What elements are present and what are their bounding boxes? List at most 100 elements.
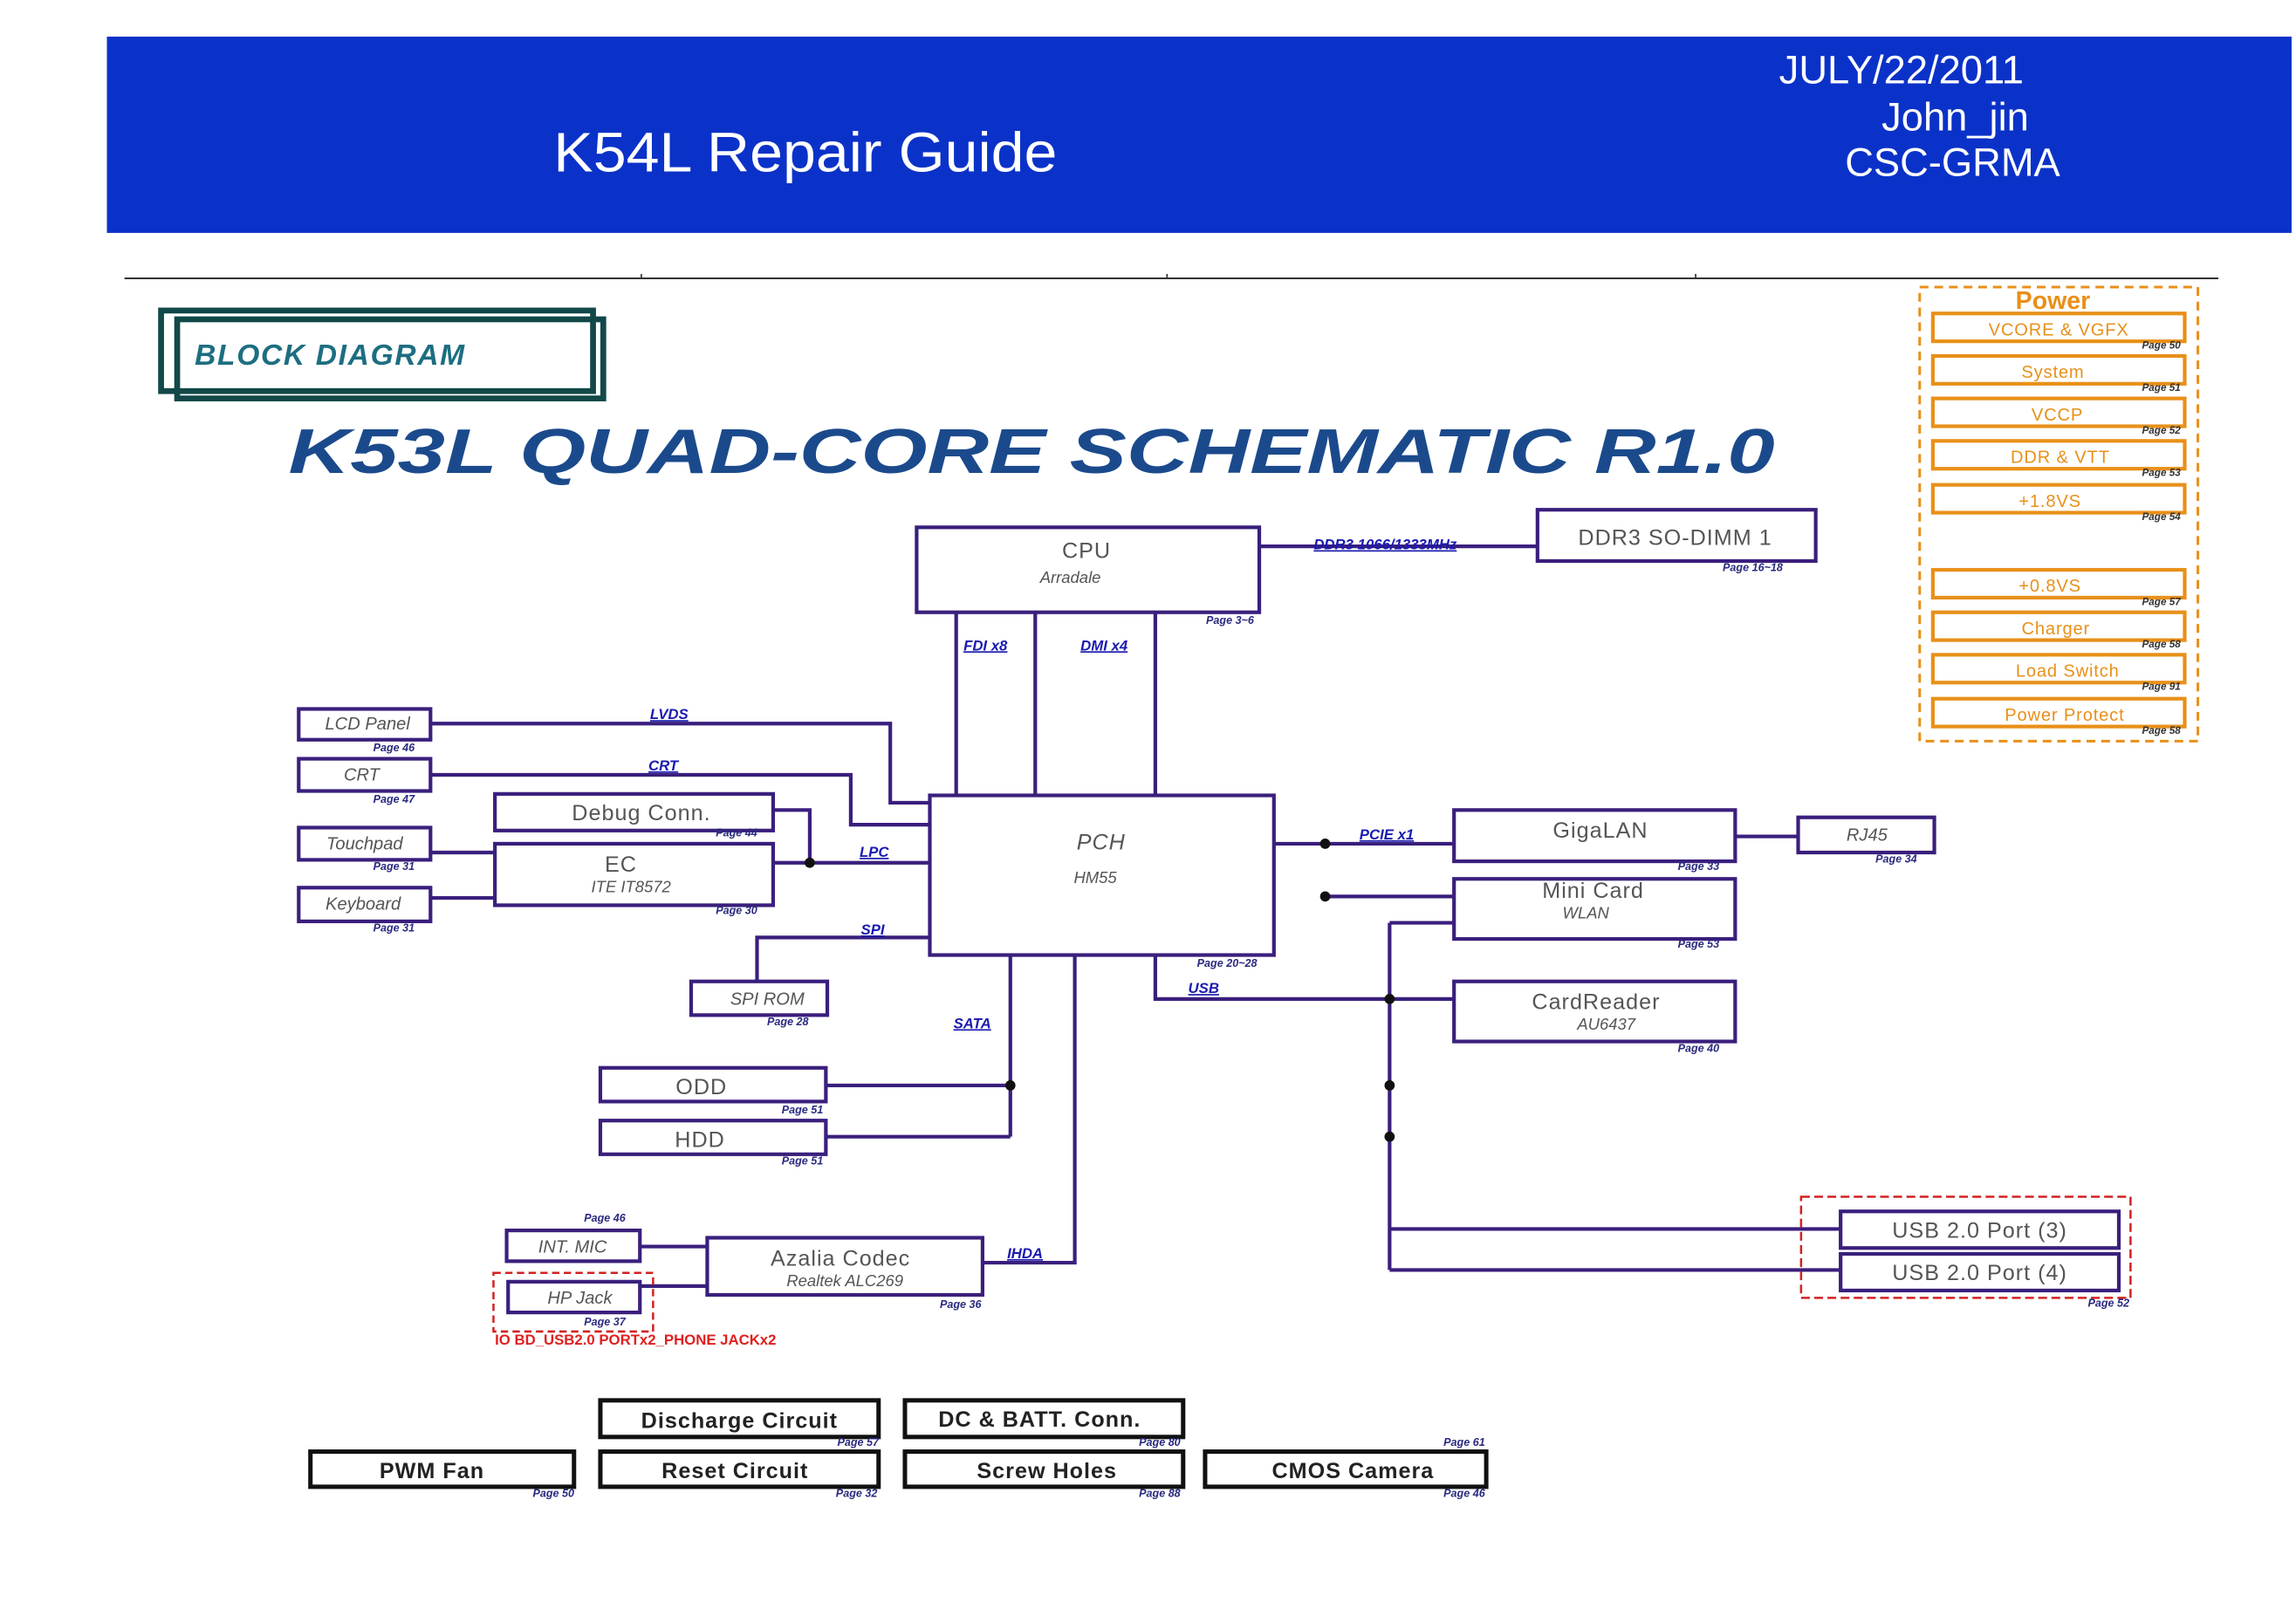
odd-block: ODD Page 51 — [598, 1065, 828, 1116]
lcd-block: LCD Panel Page 46 — [297, 707, 433, 754]
usb-port-group: USB 2.0 Port (3) USB 2.0 Port (4) Page 5… — [1799, 1195, 2132, 1309]
touchpad-page: Page 31 — [374, 860, 415, 873]
header-title: K54L Repair Guide — [553, 120, 1057, 183]
power-item-page: Page 54 — [2142, 511, 2181, 523]
cmos-box — [1203, 1449, 1489, 1489]
io-board-group: HP Jack Page 37 IO BD_USB2.0 PORTx2_PHON… — [492, 1271, 776, 1348]
mic-page: Page 46 — [584, 1212, 627, 1224]
keyboard-page: Page 31 — [374, 922, 415, 935]
crt-bus-wire — [430, 772, 930, 827]
hdd-label: HDD — [675, 1127, 725, 1152]
dimm-block: DDR3 SO-DIMM 1 Page 16~18 — [1535, 508, 1818, 574]
crt-box — [297, 757, 433, 793]
power-item-page: Page 91 — [2142, 681, 2180, 693]
lcd-box — [297, 707, 433, 742]
gigalan-box — [1452, 808, 1737, 864]
codec-block: Azalia Codec Realtek ALC269 Page 36 — [705, 1236, 984, 1311]
discharge-page: Page 57 — [837, 1436, 880, 1448]
junction-dot — [1004, 1080, 1016, 1091]
cpu-page: Page 3~6 — [1206, 614, 1255, 627]
power-item-box — [1930, 653, 2187, 685]
odd-box — [598, 1065, 828, 1104]
cpu-label: CPU — [1062, 539, 1111, 564]
header-author: John_jin — [1881, 94, 2029, 139]
header-background — [106, 36, 2292, 233]
pch-block: PCH HM55 Page 20~28 — [928, 793, 1276, 969]
screw-box — [902, 1449, 1186, 1489]
power-item-page: Page 57 — [2142, 596, 2181, 607]
crt-page: Page 47 — [374, 793, 416, 805]
power-item-label: Load Switch — [2016, 662, 2120, 681]
power-item-page: Page 53 — [2142, 468, 2181, 479]
power-item-label: Power Protect — [2005, 706, 2124, 725]
power-item-page: Page 58 — [2142, 639, 2181, 650]
mic-block: INT. MIC Page 46 — [504, 1212, 642, 1263]
power-item-label: VCORE & VGFX — [1989, 320, 2129, 339]
cmos-page: Page 46 — [1443, 1488, 1486, 1500]
spirom-block: SPI ROM Page 28 — [689, 979, 830, 1028]
spi-bus-label: SPI — [861, 921, 885, 938]
hpjack-label: HP Jack — [547, 1289, 613, 1308]
cpu-sub: Arradale — [1039, 568, 1101, 586]
cardreader-sub: AU6437 — [1576, 1015, 1635, 1033]
bus-labels: DDR3 1066/1333MHz FDI x8 DMI x4 LVDS CRT… — [648, 537, 1457, 1262]
power-item-page: Page 58 — [2142, 725, 2181, 736]
power-item-label: System — [2021, 363, 2084, 382]
usb-port-page: Page 52 — [2087, 1297, 2129, 1309]
cardreader-block: CardReader AU6437 Page 40 — [1452, 979, 1737, 1054]
power-item-label: +1.8VS — [2018, 492, 2081, 511]
ec-page: Page 30 — [716, 905, 757, 917]
screw-page: Page 88 — [1139, 1488, 1181, 1500]
usb-port4-box — [1839, 1251, 2121, 1293]
keyboard-block: Keyboard Page 31 — [297, 886, 433, 935]
power-item-label: Charger — [2022, 620, 2091, 639]
power-item-box — [1930, 696, 2187, 729]
ec-block: EC ITE IT8572 Page 30 — [493, 841, 776, 917]
io-board-frame — [492, 1271, 655, 1333]
ec-sub: ITE IT8572 — [592, 877, 671, 895]
lvds-bus-wire — [430, 722, 930, 805]
usb-port3-box — [1839, 1209, 2121, 1250]
misc-blocks: Discharge Circuit Page 57 DC & BATT. Con… — [308, 1398, 1489, 1500]
power-item-box — [1930, 353, 2187, 386]
junction-dot — [1384, 1131, 1395, 1142]
debug-conn-wire — [772, 808, 812, 863]
rj45-label: RJ45 — [1847, 826, 1888, 846]
power-item-page: Page 52 — [2142, 425, 2181, 436]
header-org: CSC-GRMA — [1845, 140, 2060, 184]
header-date: JULY/22/2011 — [1779, 48, 2024, 92]
power-panel: Power VCORE & VGFX Page 50 System Page 5… — [1918, 285, 2200, 743]
debug-block: Debug Conn. Page 44 — [493, 791, 776, 839]
codec-page: Page 36 — [940, 1298, 983, 1311]
fdi-bus-label: FDI x8 — [963, 637, 1008, 654]
power-item-box — [1930, 483, 2187, 515]
odd-page: Page 51 — [782, 1104, 824, 1116]
rj45-block: RJ45 Page 34 — [1796, 815, 1936, 866]
header-bar: K54L Repair Guide JULY/22/2011 John_jin … — [106, 36, 2292, 233]
lpc-bus-label: LPC — [860, 844, 889, 860]
pch-page: Page 20~28 — [1197, 957, 1258, 969]
usb-bus-wire — [1153, 955, 1455, 1001]
hpjack-page: Page 37 — [584, 1316, 627, 1328]
power-item-page: Page 50 — [2142, 340, 2181, 352]
pwmfan-box — [308, 1449, 577, 1489]
power-panel-frame — [1918, 285, 2200, 743]
cardreader-box — [1452, 979, 1737, 1044]
dcbatt-label: DC & BATT. Conn. — [938, 1407, 1141, 1432]
debug-label: Debug Conn. — [572, 801, 710, 825]
gigalan-page: Page 33 — [1678, 860, 1720, 873]
keyboard-label: Keyboard — [326, 894, 401, 914]
pwmfan-page: Page 50 — [532, 1488, 574, 1500]
mic-box — [504, 1229, 642, 1263]
debug-box — [493, 791, 776, 832]
cardreader-page: Page 40 — [1678, 1042, 1720, 1054]
ec-box — [493, 841, 776, 907]
usb-port3-label: USB 2.0 Port (3) — [1892, 1218, 2067, 1243]
sata-bus-label: SATA — [954, 1015, 991, 1031]
bus-wires — [430, 544, 1841, 1288]
hdd-box — [598, 1119, 828, 1156]
minicard-page: Page 53 — [1678, 938, 1720, 950]
badge-inner-frame — [174, 316, 607, 401]
touchpad-block: Touchpad Page 31 — [297, 825, 433, 873]
